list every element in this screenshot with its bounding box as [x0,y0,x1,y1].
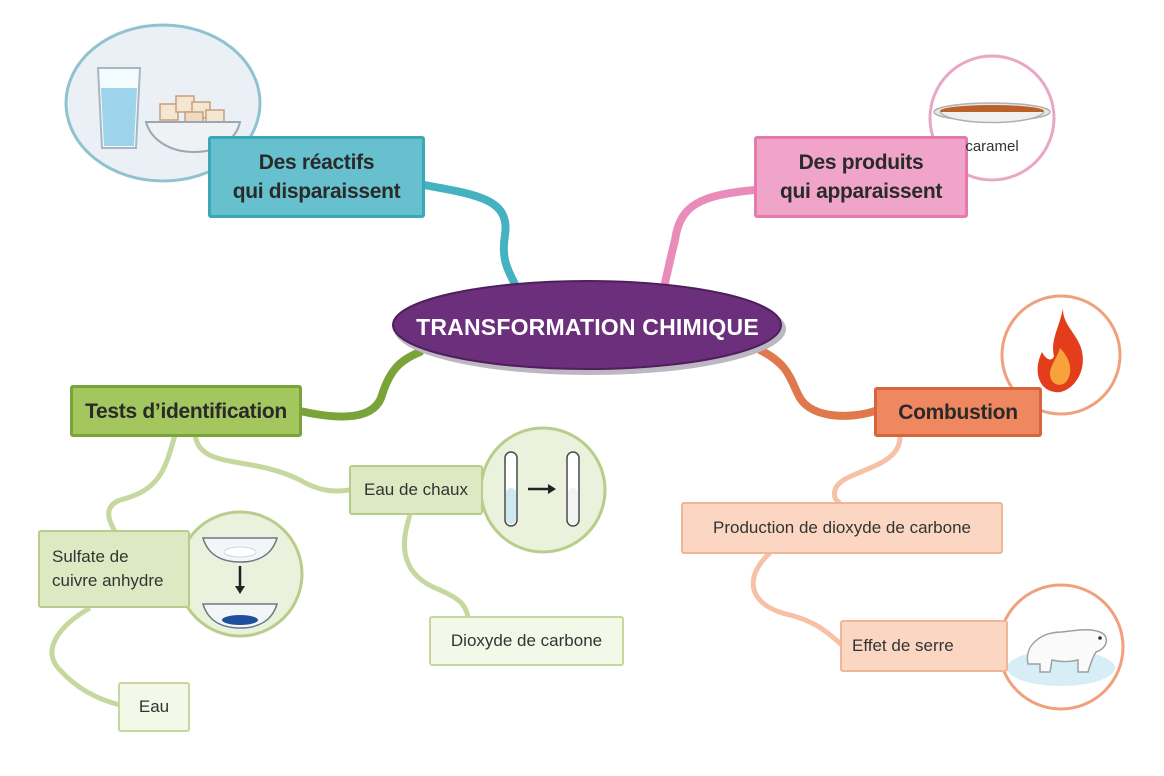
central-label: TRANSFORMATION CHIMIQUE [416,313,759,340]
node-reactifs[interactable]: Des réactifs qui disparaissent [208,136,425,218]
chaux-label: Eau de chaux [364,480,468,499]
connector-dioxyde [402,514,471,618]
eau-label: Eau [138,697,170,716]
node-dioxyde[interactable]: Dioxyde de carbone [429,616,624,666]
arrow-right-icon [528,484,556,494]
connector-serre [750,551,844,647]
production-label: Production de dioxyde de carbone [712,518,971,537]
serre-image [997,583,1125,711]
sulfate-line2: cuivre anhydre [52,571,164,590]
caramel-dish-icon [933,102,1051,124]
connector-production [831,436,903,506]
connector-eau [49,605,121,708]
dish-icon [201,603,279,629]
dish-icon [201,537,279,563]
sugar-bowl-icon [144,95,242,154]
tests-label: Tests d’identification [85,399,287,423]
produits-line1: Des produits [798,151,924,174]
reactifs-line2: qui disparaissent [232,180,401,203]
connector-chaux [192,434,351,494]
water-glass-icon [96,67,142,149]
sulfate-image [176,510,304,638]
node-tests[interactable]: Tests d’identification [70,385,302,437]
reactifs-line1: Des réactifs [258,151,375,174]
connector-produits [659,186,759,296]
caramel-caption: caramel [965,138,1019,155]
central-node [392,280,782,370]
node-combustion[interactable]: Combustion [874,387,1042,437]
connector-combustion [756,346,882,420]
connector-tests [296,348,424,421]
test-tube-icon [566,451,580,527]
polar-bear-icon [1026,628,1108,673]
node-eau-de-chaux[interactable]: Eau de chaux [349,465,483,515]
combustion-image [1000,294,1122,416]
sulfate-line1: Sulfate de [52,547,129,566]
node-effet-de-serre[interactable]: Effet de serre [840,620,1008,672]
produits-line2: qui apparaissent [779,180,943,203]
arrow-down-icon [235,566,245,594]
node-sulfate[interactable]: Sulfate de cuivre anhydre [38,530,190,608]
node-eau[interactable]: Eau [118,682,190,732]
dioxyde-label: Dioxyde de carbone [450,631,603,650]
connector-sulfate [106,434,178,534]
test-tube-icon [504,451,518,527]
node-production[interactable]: Production de dioxyde de carbone [681,502,1003,554]
node-produits[interactable]: Des produits qui apparaissent [754,136,968,218]
chaux-image [479,426,607,554]
serre-label: Effet de serre [852,636,954,655]
flame-icon [1037,308,1083,393]
connector-reactifs [420,181,524,299]
combustion-label: Combustion [898,400,1018,424]
